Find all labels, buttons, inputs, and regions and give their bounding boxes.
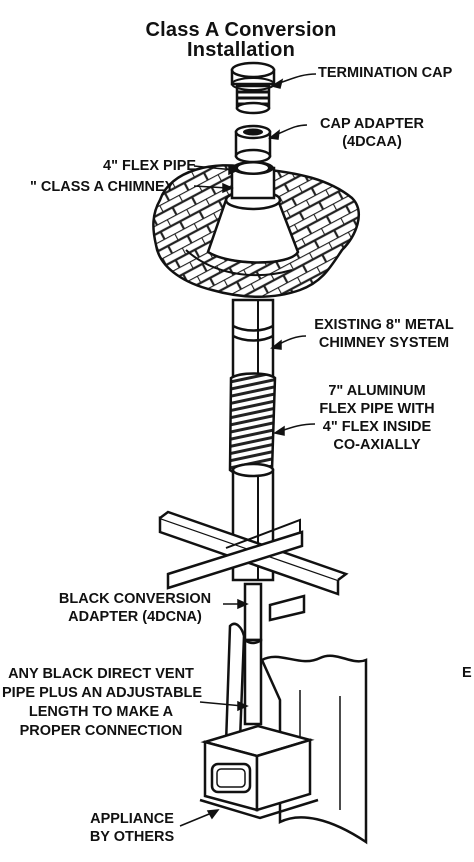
label-aluminum-flex-3: 4" FLEX INSIDE	[322, 419, 432, 435]
diagram-title-line1: Class A Conversion	[145, 19, 337, 41]
label-direct-vent-4: PROPER CONNECTION	[19, 723, 183, 739]
label-appliance-1: APPLIANCE	[90, 811, 174, 827]
label-aluminum-flex-2: FLEX PIPE WITH	[319, 401, 435, 417]
label-existing-chimney-1: EXISTING 8" METAL	[314, 317, 454, 333]
cap-adapter	[234, 124, 272, 164]
chimney-top	[230, 161, 276, 200]
label-flex-pipe: 4" FLEX PIPE	[103, 158, 197, 174]
label-cap-adapter-code: (4DCAA)	[342, 134, 402, 150]
label-appliance-2: BY OTHERS	[89, 829, 175, 845]
existing-chimney-pipe	[231, 298, 275, 380]
aluminum-flex-pipe	[228, 372, 277, 478]
appliance-stove	[199, 724, 319, 820]
leader-lines	[179, 73, 317, 827]
label-aluminum-flex-1: 7" ALUMINUM	[328, 383, 426, 399]
label-black-adapter-2: ADAPTER (4DCNA)	[68, 609, 202, 625]
label-termination-cap: TERMINATION CAP	[318, 65, 453, 81]
label-cut-off-letter: E	[462, 665, 472, 681]
label-aluminum-flex-4: CO-AXIALLY	[333, 437, 421, 453]
label-direct-vent-2: PIPE PLUS AN ADJUSTABLE	[2, 685, 203, 701]
label-black-adapter-1: BLACK CONVERSION	[58, 591, 212, 607]
floor-framing	[158, 510, 349, 622]
roof-flashing	[206, 189, 300, 264]
black-vent-pipe	[243, 582, 263, 726]
label-class-a-chimney: " CLASS A CHIMNEY	[30, 179, 175, 195]
termination-cap	[230, 61, 276, 115]
label-cap-adapter: CAP ADAPTER	[320, 116, 424, 132]
label-existing-chimney-2: CHIMNEY SYSTEM	[318, 335, 450, 351]
label-direct-vent-3: LENGTH TO MAKE A	[28, 704, 174, 720]
diagram-title-line2: Installation	[187, 39, 295, 61]
label-direct-vent-1: ANY BLACK DIRECT VENT	[8, 666, 194, 682]
